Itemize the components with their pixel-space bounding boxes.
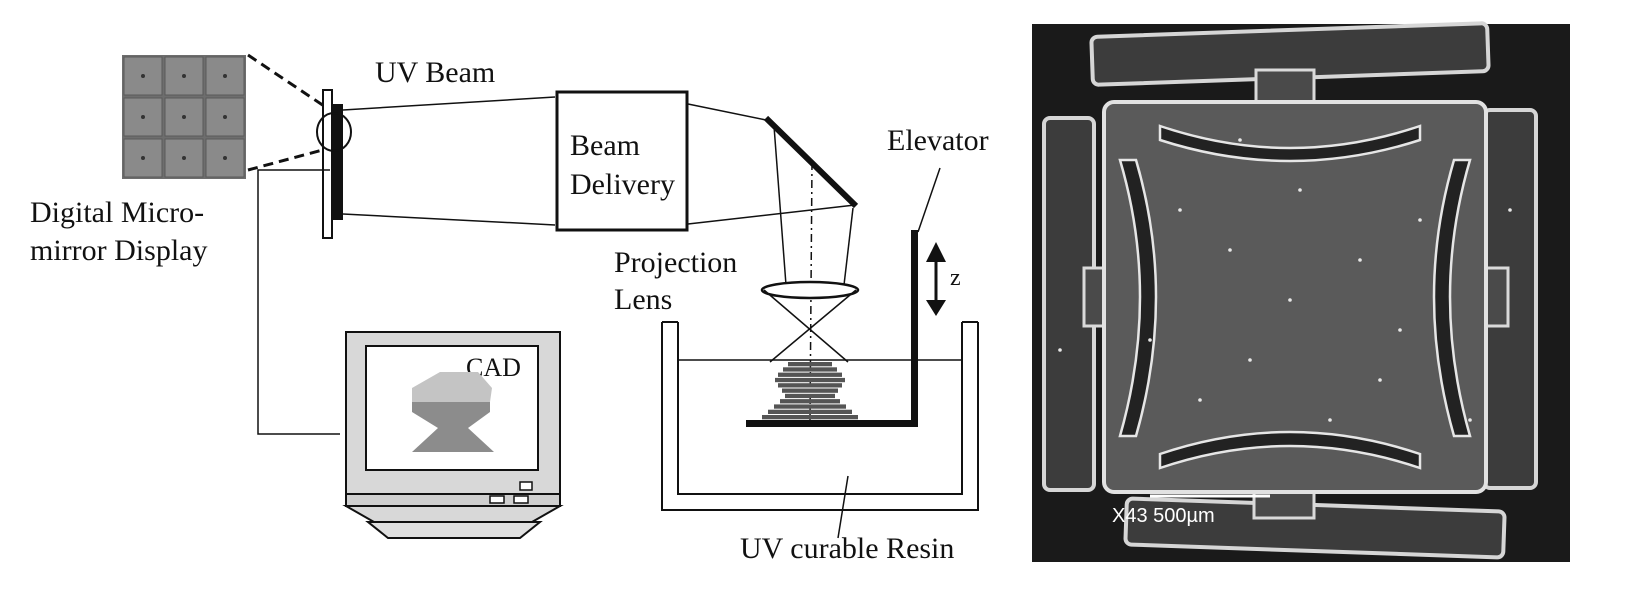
elevator-leader: [917, 167, 941, 233]
part-layer: [774, 404, 846, 409]
part-layer: [778, 372, 842, 377]
sem-dust-specks: [1058, 138, 1512, 422]
resin-leader: [837, 475, 849, 539]
sem-speck: [1238, 138, 1242, 142]
cable: [257, 169, 340, 435]
sem-slot-left: [1118, 158, 1158, 438]
sem-speck: [1178, 208, 1182, 212]
sem-speck: [1298, 188, 1302, 192]
z-arrow-down: [926, 300, 946, 316]
mirror-to-lens-left: [773, 125, 787, 286]
part-layer: [780, 399, 840, 404]
uv-beam-bottom: [342, 213, 556, 226]
sem-speck: [1508, 208, 1512, 212]
part-layer: [768, 409, 852, 414]
zoom-line-top: [247, 53, 331, 112]
projection-lens: [760, 280, 860, 300]
cad-part-top: [412, 372, 492, 402]
dmd-tile-dot: [141, 156, 145, 160]
sem-slot-right: [1432, 158, 1472, 438]
resin-vat-outer: [661, 322, 979, 511]
dmd-tile-dot: [223, 74, 227, 78]
part-layer: [788, 362, 832, 367]
resin-label: UV curable Resin: [740, 532, 954, 565]
elevator-label: Elevator: [887, 124, 989, 157]
sem-speck: [1148, 338, 1152, 342]
dmd-tile-dot: [182, 74, 186, 78]
zoom-line-bottom: [247, 146, 331, 172]
monitor-foot: [365, 521, 543, 539]
sem-speck: [1228, 248, 1232, 252]
schematic-panel: Digital Micro- mirror Display UV Beam Be…: [30, 53, 989, 565]
uv-beam-top: [342, 96, 556, 111]
part-layer: [762, 415, 858, 420]
part-layer: [782, 388, 838, 393]
z-arrow-up: [926, 242, 946, 262]
sem-speck: [1418, 218, 1422, 222]
z-label: z: [950, 265, 961, 291]
sem-center-plate: [1102, 100, 1488, 494]
sem-speck: [1358, 258, 1362, 262]
power-button: [519, 481, 533, 491]
sem-speck: [1328, 418, 1332, 422]
drive-slot-1: [489, 495, 505, 504]
elevator-platform: [746, 420, 918, 427]
dmd-tile-dot: [141, 115, 145, 119]
sem-speck: [1198, 398, 1202, 402]
mirror-to-lens-right: [843, 207, 854, 286]
beam-to-mirror-bottom: [687, 204, 856, 225]
part-layer: [785, 393, 835, 399]
sem-slot-bottom: [1158, 430, 1422, 470]
dmd-zoom-circle: [316, 112, 352, 152]
dmd-array: [122, 55, 246, 179]
focus-cone-a: [763, 289, 849, 363]
dmd-label-line2: mirror Display: [30, 234, 207, 267]
dmd-tile-dot: [182, 156, 186, 160]
projection-lens-line1: Projection: [614, 246, 737, 279]
sem-speck: [1398, 328, 1402, 332]
dmd-tile-dot: [223, 156, 227, 160]
uv-beam-label: UV Beam: [375, 56, 495, 89]
beam-delivery-line2: Delivery: [570, 168, 675, 201]
dmd-tile-dot: [182, 115, 186, 119]
dmd-plate-outer: [322, 89, 333, 239]
dmd-tiles: [123, 56, 245, 178]
dmd-tile-dot: [141, 74, 145, 78]
sem-scale-text: X43 500µm: [1112, 505, 1215, 527]
projection-mirror: [763, 115, 859, 209]
sem-speck: [1378, 378, 1382, 382]
dmd-tile-dot: [223, 115, 227, 119]
beam-delivery-box: [555, 90, 689, 232]
resin-vat-inner: [677, 322, 963, 495]
dmd-plate-inner: [333, 104, 343, 220]
focus-cone-b: [769, 289, 857, 363]
sem-speck: [1058, 348, 1062, 352]
cad-part-bottom: [412, 402, 494, 452]
sem-slot-top: [1158, 124, 1422, 163]
cad-computer: CAD: [342, 331, 564, 539]
part-layer: [778, 383, 842, 388]
monitor-stand: [342, 505, 564, 523]
part-layer: [775, 377, 845, 383]
sem-micrograph: X43 500µm: [1032, 21, 1570, 562]
projection-lens-line2: Lens: [614, 283, 672, 316]
drive-slot-2: [513, 495, 529, 504]
elevator-arm: [911, 230, 918, 427]
sem-speck: [1468, 418, 1472, 422]
beam-to-mirror-top: [687, 103, 767, 121]
sem-speck: [1248, 358, 1252, 362]
built-part-layers: [762, 362, 858, 420]
dmd-label-line1: Digital Micro-: [30, 196, 204, 229]
beam-delivery-line1: Beam: [570, 129, 640, 162]
sem-speck: [1288, 298, 1292, 302]
part-layer: [783, 367, 837, 372]
sem-bar-bottom: [1123, 496, 1507, 560]
